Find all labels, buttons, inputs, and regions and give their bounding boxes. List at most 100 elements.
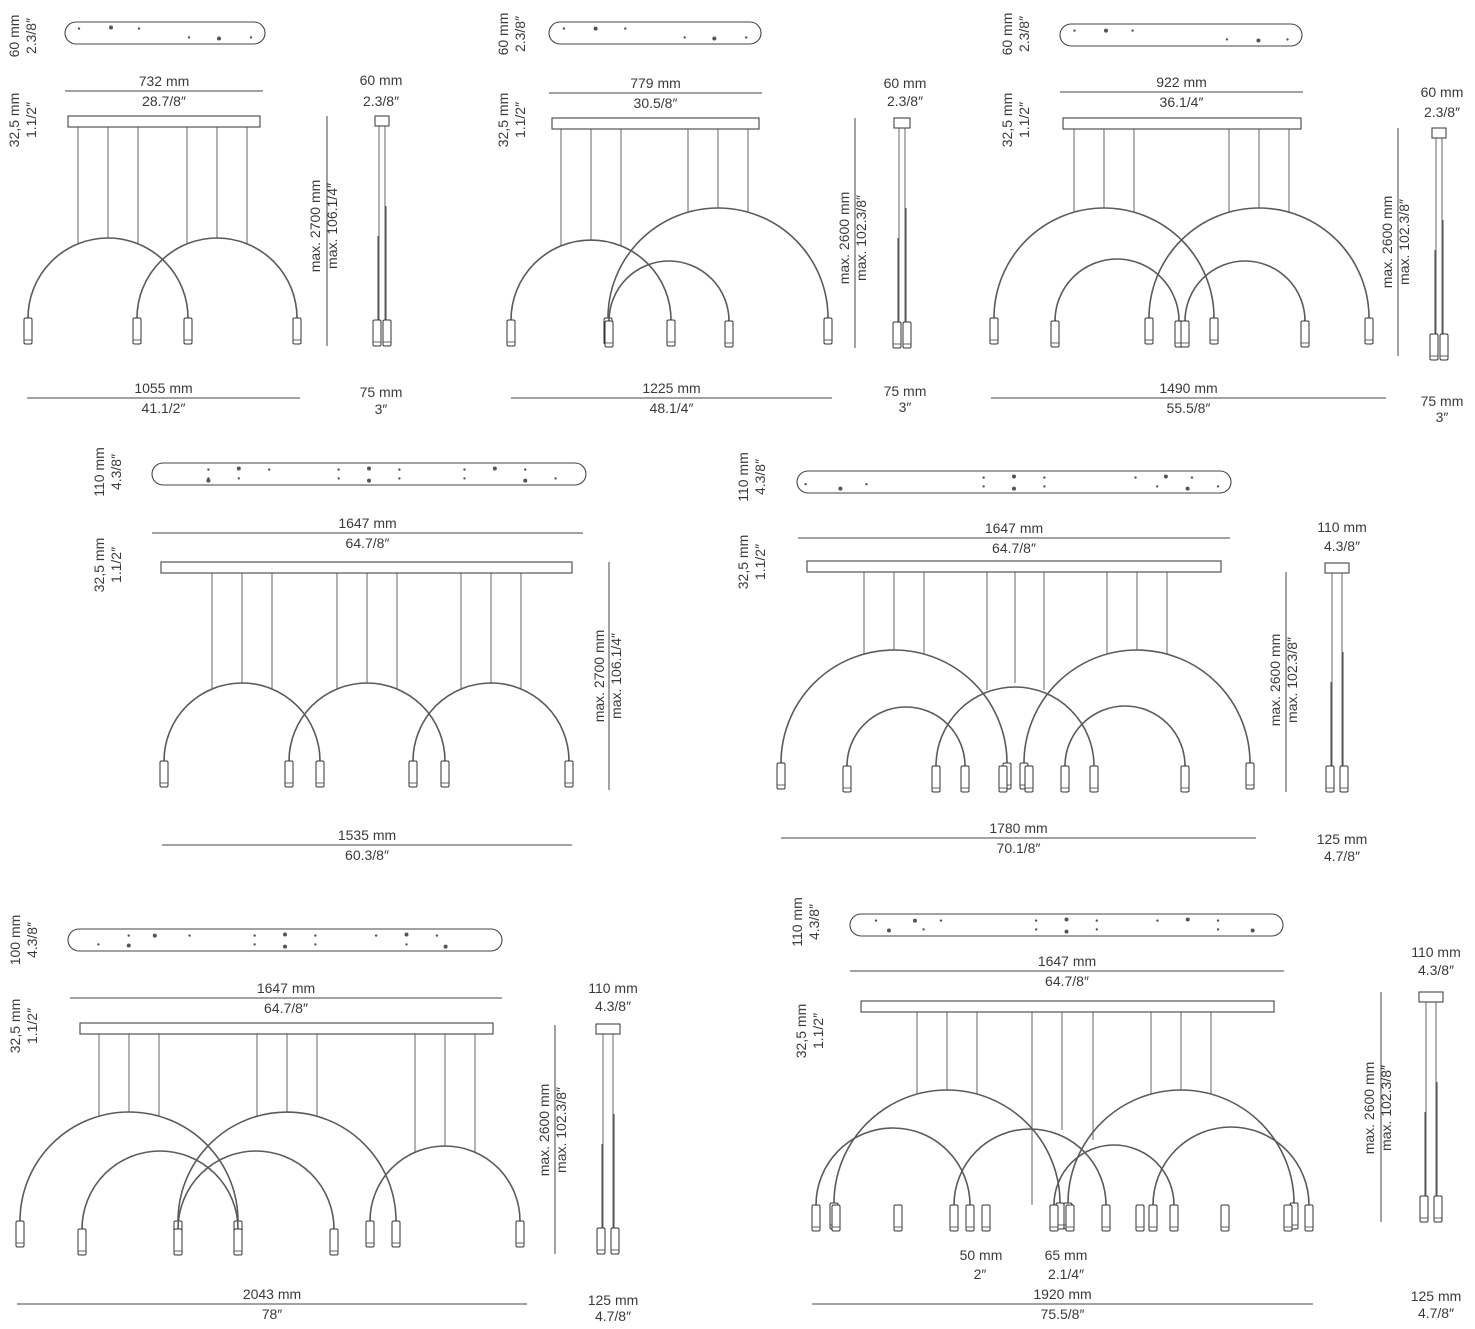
lamp-head [604,320,614,348]
c-total-width-in: 55.5/8″ [1167,400,1211,416]
light-arc [953,1128,1107,1206]
side-canopy [595,1023,621,1035]
d-total-width-in: 60.3/8″ [345,847,389,863]
mounting-hole [1185,486,1190,491]
lamp-head [1101,1204,1111,1232]
lamp-head [173,1228,183,1256]
lamp-head [831,1204,841,1232]
side-canopy [1418,991,1444,1003]
f-side-base-mm: 125 mm [588,1292,639,1308]
light-arc [1023,649,1251,764]
mounting-hole [1256,38,1261,43]
b-side-base-in: 3″ [899,399,912,415]
d-top-size-in: 4.3/8″ [108,454,124,490]
mounting-hole [1156,485,1159,488]
lamp-head [506,319,516,347]
mounting-hole [562,27,566,30]
mounting-hole [367,478,371,483]
lamp-head [183,317,193,345]
g-canopy-height-in: 1.1/2″ [810,1013,826,1049]
mounting-hole [1216,928,1220,931]
light-arc [935,686,1095,767]
mounting-hole [1073,29,1076,32]
f-canopy-width-in: 64.7/8″ [264,1000,308,1016]
d-canopy-height-mm: 32,5 mm [91,538,107,592]
lamp-head [382,319,392,347]
mounting-hole [1156,919,1159,922]
g-gap-small-mm: 50 mm [960,1247,1003,1263]
e-side-top-mm: 110 mm [1317,519,1367,535]
c-side-top-mm: 60 mm [1421,84,1464,100]
mounting-hole [712,36,717,41]
light-arc [510,239,672,321]
light-arc [815,1127,971,1206]
b-top-size-mm: 60 mm [495,13,511,56]
g-canopy-width-mm: 1647 mm [1038,953,1096,969]
mounting-hole [137,27,141,30]
mounting-hole [217,36,221,41]
b-total-width-in: 48.1/4″ [650,400,694,416]
b-canopy-height-mm: 32,5 mm [495,93,511,147]
lamp-head [372,319,382,347]
lamp-head [1364,317,1374,345]
e-side-base-in: 4.7/8″ [1324,848,1360,864]
a-canopy-width-mm: 732 mm [139,73,190,89]
mounting-hole [1034,919,1038,922]
e-total-width-mm: 1780 mm [989,820,1047,836]
side-canopy [1431,127,1447,139]
mounting-hole [1250,928,1255,933]
side-canopy [893,117,911,129]
a-drop-in: max. 106.1/4″ [324,183,340,269]
canopy-front [79,1022,494,1035]
mounting-hole [404,932,409,937]
light-arc [1184,260,1306,322]
g-canopy-width-in: 64.7/8″ [1045,973,1089,989]
e-top-size-mm: 110 mm [735,452,751,502]
lamp-head [1148,1204,1158,1232]
g-gap-large-mm: 65 mm [1045,1247,1088,1263]
light-arc [1054,258,1180,322]
a-top-size-in: 2.3/8″ [23,18,39,54]
lamp-head [1419,1195,1429,1223]
mounting-hole [744,36,748,39]
g-side-top-mm: 110 mm [1411,944,1461,960]
f-total-width-in: 78″ [262,1306,283,1322]
e-canopy-width-mm: 1647 mm [985,520,1043,536]
lamp-head [1245,762,1255,790]
mounting-hole [1034,928,1038,931]
c-canopy-height-in: 1.1/2″ [1016,102,1032,138]
c-side-base-mm: 75 mm [1421,393,1464,409]
lamp-head [1180,320,1190,348]
lamp-head [1209,317,1219,345]
e-drop-in: max. 102.3/8″ [1284,637,1300,723]
g-total-width-mm: 1920 mm [1033,1286,1091,1302]
c-drop-in: max. 102.3/8″ [1396,199,1412,285]
lamp-head [666,319,676,347]
g-canopy-height-mm: 32,5 mm [793,1004,809,1058]
light-arc [1064,705,1186,767]
lamp-head [365,1220,375,1248]
a-side-top-mm: 60 mm [360,72,403,88]
lamp-head [515,1220,525,1248]
lamp-head [610,1227,620,1255]
lamp-head [1089,765,1099,793]
light-arc [369,1145,521,1222]
g-drop-mm: max. 2600 mm [1361,1062,1377,1155]
mounting-hole [249,36,253,39]
lamp-head [1135,1204,1145,1232]
c-canopy-height-mm: 32,5 mm [999,93,1015,147]
a-canopy-width-in: 28.7/8″ [142,93,186,109]
d-drop-in: max. 106.1/4″ [608,633,624,719]
b-canopy-width-mm: 779 mm [630,75,681,91]
e-canopy-height-in: 1.1/2″ [752,544,768,580]
lamp-head [440,760,450,788]
canopy-front [1062,117,1302,130]
mounting-hole [1012,486,1016,491]
light-arc [833,1089,1061,1204]
lamp-head [1060,765,1070,793]
lamp-head [1439,333,1449,361]
e-canopy-height-mm: 32,5 mm [735,535,751,589]
